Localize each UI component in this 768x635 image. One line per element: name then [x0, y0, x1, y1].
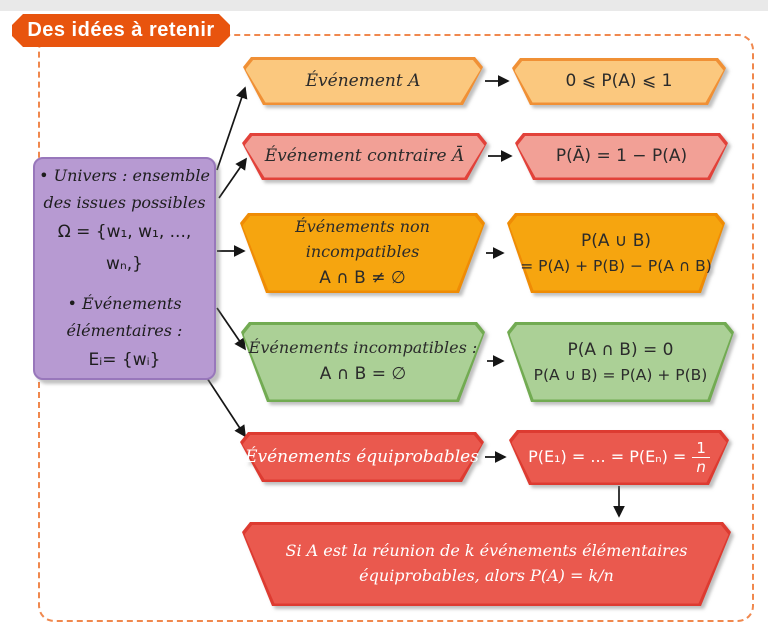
conclusion-line-1: Si A est la réunion de k événements élém… [285, 541, 688, 561]
union-formula-box: P(A ∪ B) = P(A) + P(B) − P(A ∩ B) [507, 213, 725, 293]
universe-omega-formula: Ω = {w₁, w₁, ..., wₙ,} [57, 221, 192, 274]
page-top-strip [0, 0, 768, 11]
event-a-label: Événement A [305, 70, 421, 91]
one-over-n-fraction: 1 n [692, 439, 710, 476]
non-incompatible-condition: A ∩ B ≠ ∅ [319, 267, 406, 288]
incompatible-formula-line-2: P(A ∪ B) = P(A) + P(B) [533, 366, 708, 385]
fraction-denominator: n [696, 458, 706, 476]
incompatible-formula-box: P(A ∩ B) = 0 P(A ∪ B) = P(A) + P(B) [507, 322, 734, 402]
incompatible-formula-line-1: P(A ∩ B) = 0 [567, 339, 674, 360]
incompatible-label: Événements incompatibles : [248, 338, 478, 358]
incompatible-events-box: Événements incompatibles : A ∩ B = ∅ [241, 322, 485, 402]
event-a-formula-box: 0 ⩽ P(A) ⩽ 1 [512, 58, 726, 105]
non-incompatible-events-box: Événements non incompatibles A ∩ B ≠ ∅ [240, 213, 485, 293]
universe-line-5: élémentaires : [66, 320, 183, 340]
universe-line-1: • Univers : ensemble [39, 165, 210, 185]
page-title: Des idées à retenir [27, 19, 215, 41]
title-banner: Des idées à retenir [12, 14, 230, 47]
equiprobable-label: Événements équiprobables [245, 446, 479, 467]
contrary-event-formula-box: P(Ā) = 1 − P(A) [515, 133, 728, 180]
contrary-event-box: Événement contraire Ā [242, 133, 487, 180]
conclusion-line-2: équiprobables, alors P(A) = k/n [359, 566, 614, 585]
universe-box: • Univers : ensemble des issues possible… [33, 157, 216, 380]
non-incompatible-label: Événements non incompatibles [295, 217, 430, 261]
equiprobable-events-box: Événements équiprobables [240, 432, 484, 482]
union-formula-line-2: = P(A) + P(B) − P(A ∩ B) [520, 257, 712, 276]
union-formula-line-1: P(A ∪ B) [580, 230, 652, 251]
contrary-event-formula: P(Ā) = 1 − P(A) [555, 146, 688, 167]
equiprobable-formula-box: P(E₁) = ... = P(Eₙ) = 1 n [509, 430, 729, 485]
fraction-numerator: 1 [692, 439, 710, 458]
equiprobable-formula-prefix: P(E₁) = ... = P(Eₙ) = [528, 447, 687, 467]
event-a-formula: 0 ⩽ P(A) ⩽ 1 [565, 71, 673, 92]
conclusion-box: Si A est la réunion de k événements élém… [242, 522, 731, 606]
contrary-event-label: Événement contraire Ā [264, 146, 465, 167]
universe-line-2: des issues possibles [43, 192, 206, 212]
universe-line-4: • Événements [67, 293, 182, 313]
incompatible-condition: A ∩ B = ∅ [319, 364, 407, 385]
event-a-box: Événement A [243, 57, 483, 105]
universe-elementary-formula: Eᵢ= {wᵢ} [88, 349, 161, 370]
